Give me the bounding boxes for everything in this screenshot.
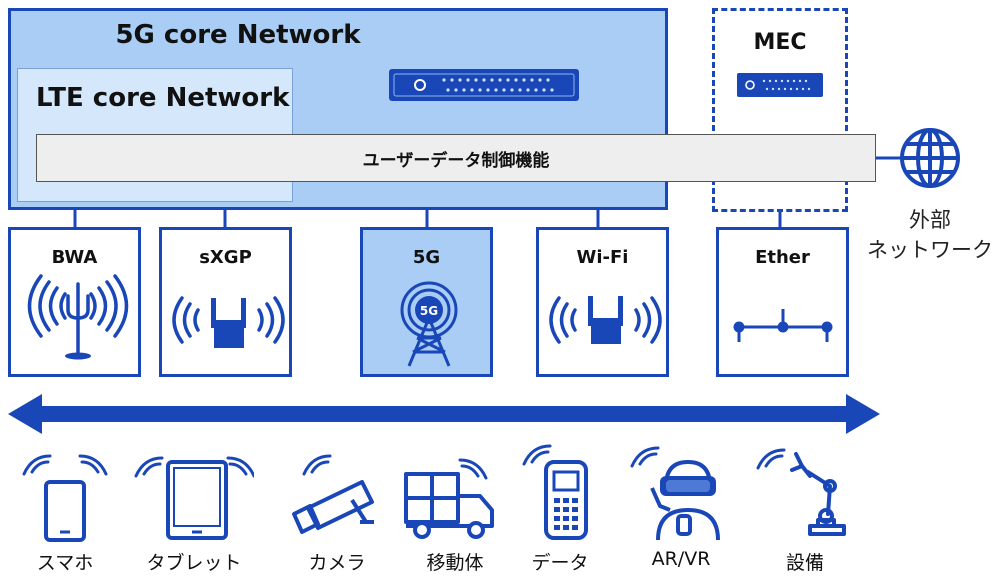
device-label-smartphone: スマホ	[36, 552, 94, 574]
external-network-line2: ネットワーク	[867, 238, 993, 262]
handheld-terminal-icon	[522, 444, 588, 540]
access-box-sxgp: sXGP	[159, 227, 292, 377]
mec-server-icon	[737, 73, 823, 97]
ethernet-bus-icon	[733, 309, 833, 342]
double-arrow-icon	[8, 394, 880, 434]
access-box-ether: Ether	[716, 227, 849, 377]
device-label-vehicle: 移動体	[426, 552, 484, 574]
globe-icon	[900, 128, 960, 188]
device-label-tablet: タブレット	[146, 552, 242, 574]
robot-arm-icon	[756, 448, 846, 536]
camera-icon	[292, 454, 374, 534]
access-label-5g: 5G	[412, 247, 441, 268]
mec-title: MEC	[753, 30, 807, 55]
server-icon	[389, 69, 579, 101]
tablet-icon	[134, 456, 254, 540]
access-label-sxgp: sXGP	[199, 247, 252, 268]
truck-icon	[404, 458, 494, 539]
device-label-data: データ	[531, 552, 589, 574]
5g-core-network-title: 5G core Network	[115, 20, 361, 50]
access-box-bwa: BWA	[8, 227, 141, 377]
5g-tower-icon: 5G	[400, 281, 458, 367]
access-label-ether: Ether	[755, 247, 810, 268]
vr-headset-icon	[630, 446, 720, 541]
access-box-5g: 5G 5G	[360, 227, 493, 377]
device-label-camera: カメラ	[308, 552, 366, 574]
device-label-arvr: AR/VR	[651, 548, 711, 570]
wifi-router-icon	[549, 296, 662, 344]
router-icon	[172, 296, 285, 348]
user-data-control-function: ユーザーデータ制御機能	[36, 134, 876, 182]
device-label-equipment: 設備	[785, 552, 824, 574]
lte-core-network-title: LTE core Network	[36, 83, 290, 113]
5g-tower-badge: 5G	[420, 304, 438, 318]
antenna-icon	[27, 274, 129, 360]
access-box-wifi: Wi-Fi	[536, 227, 669, 377]
access-label-wifi: Wi-Fi	[576, 247, 629, 268]
smartphone-icon	[22, 454, 108, 542]
access-label-bwa: BWA	[51, 247, 98, 268]
external-network-line1: 外部	[909, 208, 951, 232]
external-network-label: 外部 ネットワーク	[860, 205, 1000, 265]
